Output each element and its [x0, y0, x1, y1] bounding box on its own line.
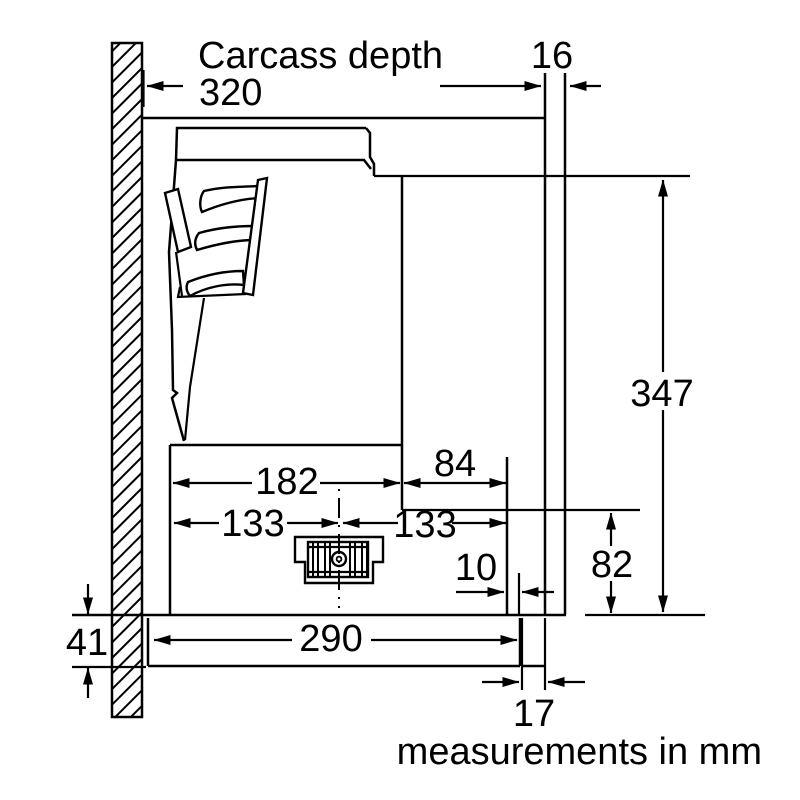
bottom-right-strip — [520, 618, 547, 690]
dim-panel-height-41 — [72, 584, 146, 698]
hood-body — [72, 126, 705, 617]
value-82: 82 — [591, 544, 633, 586]
cabinet-side-panel — [543, 73, 567, 615]
carcass-depth-title: Carcass depth — [198, 35, 443, 77]
vane-upper — [199, 184, 261, 214]
value-17: 17 — [513, 693, 555, 735]
value-290: 290 — [299, 618, 362, 660]
value-133-right: 133 — [393, 504, 456, 546]
value-10: 10 — [455, 547, 497, 589]
value-16: 16 — [531, 35, 573, 77]
value-133-left: 133 — [221, 503, 284, 545]
value-320: 320 — [199, 72, 262, 114]
value-347: 347 — [630, 373, 693, 415]
flap-plate — [241, 176, 269, 297]
wall-section — [110, 41, 144, 719]
units-note: measurements in mm — [397, 731, 762, 773]
dim-carcass-depth — [142, 70, 542, 107]
bottom-front-panel — [146, 618, 522, 668]
vane-middle — [194, 224, 257, 252]
value-84: 84 — [434, 443, 476, 485]
damper-flap-assembly — [163, 176, 269, 441]
vane-lower — [185, 269, 246, 298]
value-41: 41 — [66, 622, 108, 664]
flap-bar — [163, 187, 193, 254]
value-182: 182 — [255, 461, 318, 503]
